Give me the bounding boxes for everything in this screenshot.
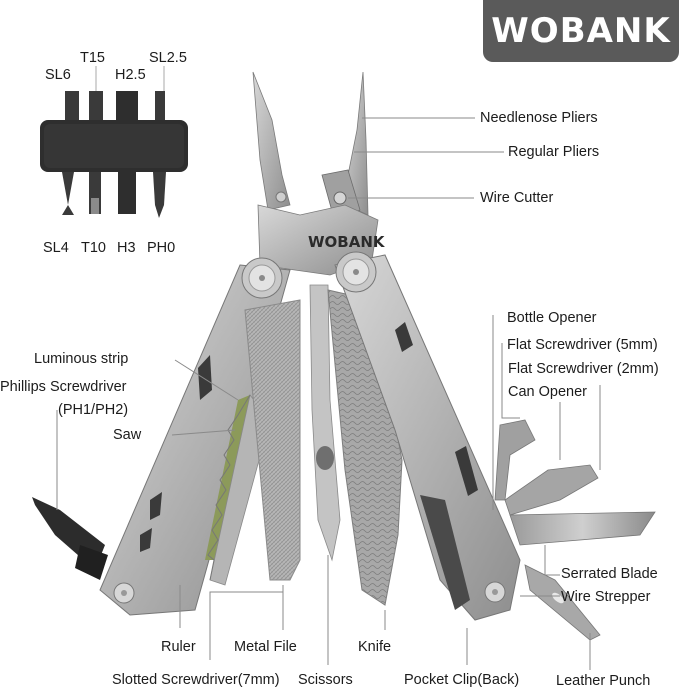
scissors-icon xyxy=(309,284,341,562)
bit-label-sl4: SL4 xyxy=(43,240,69,256)
label-leather-punch: Leather Punch xyxy=(556,673,651,689)
bit-label-t15: T15 xyxy=(80,50,105,66)
bit-label-t10: T10 xyxy=(81,240,106,256)
bit-label-h2-5: H2.5 xyxy=(115,67,146,83)
right-handle-icon xyxy=(334,254,521,621)
label-pocket-clip: Pocket Clip(Back) xyxy=(404,672,520,688)
bit-label-ph0: PH0 xyxy=(147,240,176,256)
bit-label-sl6: SL6 xyxy=(45,67,71,83)
label-scissors: Scissors xyxy=(298,672,353,688)
bit-label-h3: H3 xyxy=(117,240,136,256)
label-ruler: Ruler xyxy=(161,639,196,655)
left-handle-icon xyxy=(32,264,291,616)
label-slotted-screwdriver: Slotted Screwdriver(7mm) xyxy=(112,672,280,688)
label-metal-file: Metal File xyxy=(234,639,297,655)
label-saw: Saw xyxy=(113,427,142,443)
label-flat-screwdriver-5mm: Flat Screwdriver (5mm) xyxy=(507,337,658,353)
label-wire-stripper: Wire Strepper xyxy=(561,589,651,605)
label-flat-screwdriver-2mm: Flat Screwdriver (2mm) xyxy=(508,361,659,377)
handle-engraving: WOBANK xyxy=(308,233,386,251)
metal-file-icon xyxy=(244,299,301,581)
label-regular-pliers: Regular Pliers xyxy=(508,144,600,160)
label-serrated-blade: Serrated Blade xyxy=(561,566,658,582)
label-knife: Knife xyxy=(358,639,392,655)
pivot-screws-icon xyxy=(241,251,377,299)
label-can-opener: Can Opener xyxy=(508,384,587,400)
label-phillips-sizes: (PH1/PH2) xyxy=(58,402,129,418)
label-bottle-opener: Bottle Opener xyxy=(507,310,597,326)
label-luminous-strip: Luminous strip xyxy=(34,351,129,367)
brand-logo-text: WOBANK xyxy=(491,11,671,51)
label-needlenose-pliers: Needlenose Pliers xyxy=(480,110,598,126)
label-phillips-screwdriver: Phillips Screwdriver xyxy=(0,379,127,395)
fanned-tools-icon xyxy=(494,419,656,641)
brand-logo-box: WOBANK xyxy=(483,0,679,62)
bit-label-sl2-5: SL2.5 xyxy=(149,50,187,66)
label-wire-cutter: Wire Cutter xyxy=(480,190,554,206)
leader-lines-icon xyxy=(56,117,601,670)
bit-holder-icon xyxy=(40,66,188,218)
